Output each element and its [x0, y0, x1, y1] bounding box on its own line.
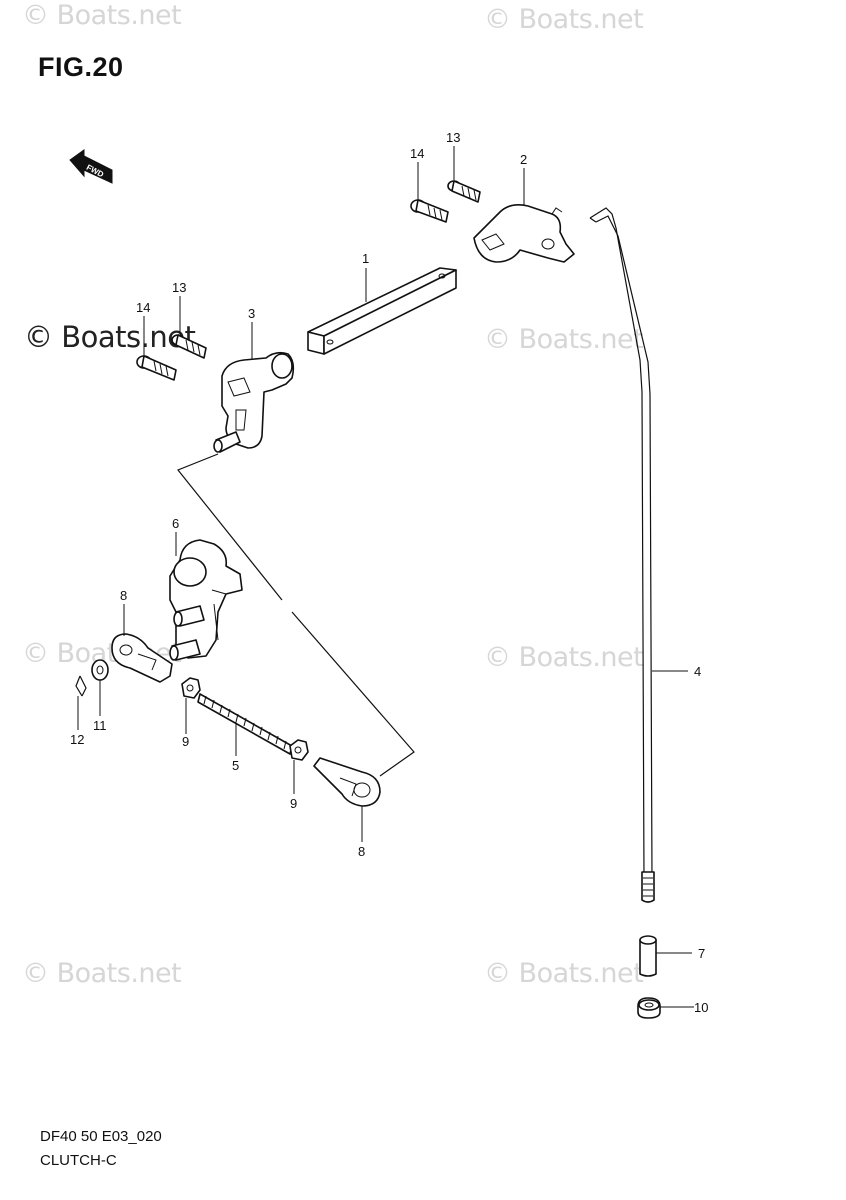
watermark-top-left: © Boats.net: [22, 0, 182, 31]
callout-14-upper: 14: [410, 146, 424, 161]
callout-11: 11: [93, 718, 107, 733]
callout-3: 3: [248, 306, 255, 321]
part-11-washer: [91, 659, 109, 681]
part-12-clip: [75, 675, 87, 697]
figure-title: FIG.20: [38, 52, 124, 82]
callout-4: 4: [694, 664, 701, 679]
section-name: CLUTCH-C: [40, 1152, 117, 1169]
forward-arrow-icon: FWD: [69, 149, 113, 184]
callout-13-lower: 13: [172, 280, 186, 295]
part-1-shaft: [307, 267, 457, 355]
part-4-clutch-rod: [589, 207, 655, 903]
part-13-bolt-lower: [171, 334, 207, 359]
watermark-top-right: © Boats.net: [484, 4, 644, 35]
part-6-bracket: [169, 539, 243, 661]
callout-6: 6: [172, 516, 179, 531]
watermark-mid-left: © Boats.net: [24, 320, 196, 354]
assembly-guide-lines: [177, 453, 415, 777]
callout-9-right: 9: [290, 796, 297, 811]
callout-13-upper: 13: [446, 130, 460, 145]
part-8-rod-end-left: [111, 633, 173, 683]
part-3-lower-lever: [213, 351, 295, 453]
callout-1: 1: [362, 251, 369, 266]
watermark-bottom-left: © Boats.net: [22, 958, 182, 989]
callout-5: 5: [232, 758, 239, 773]
callout-12: 12: [70, 732, 84, 747]
callout-7: 7: [698, 946, 705, 961]
callout-labels: 1 2 3 13 14 13 14 6 8 11 12 9 5 9 8 4 7 …: [70, 130, 708, 1015]
part-9-nut-right: [289, 739, 309, 761]
watermark-mid-right: © Boats.net: [484, 324, 644, 355]
callout-8-left: 8: [120, 588, 127, 603]
model-code: DF40 50 E03_020: [40, 1128, 162, 1145]
part-7-sleeve: [639, 935, 657, 977]
callout-10: 10: [694, 1000, 708, 1015]
callout-8-right: 8: [358, 844, 365, 859]
watermark-lower-right: © Boats.net: [484, 642, 644, 673]
watermark-bottom-right: © Boats.net: [484, 958, 644, 989]
callout-9-left: 9: [182, 734, 189, 749]
part-8-rod-end-right: [313, 757, 381, 807]
part-5-threaded-rod: [197, 693, 293, 755]
part-2-upper-lever: [473, 204, 575, 263]
leader-lines: [77, 146, 694, 1008]
part-10-nut: [637, 997, 661, 1019]
part-14-bolt-lower: [136, 355, 177, 381]
part-9-nut-left: [181, 677, 201, 699]
part-13-bolt-upper: [447, 180, 481, 203]
callout-2: 2: [520, 152, 527, 167]
part-14-bolt-upper: [410, 199, 449, 223]
callout-14-lower: 14: [136, 300, 150, 315]
